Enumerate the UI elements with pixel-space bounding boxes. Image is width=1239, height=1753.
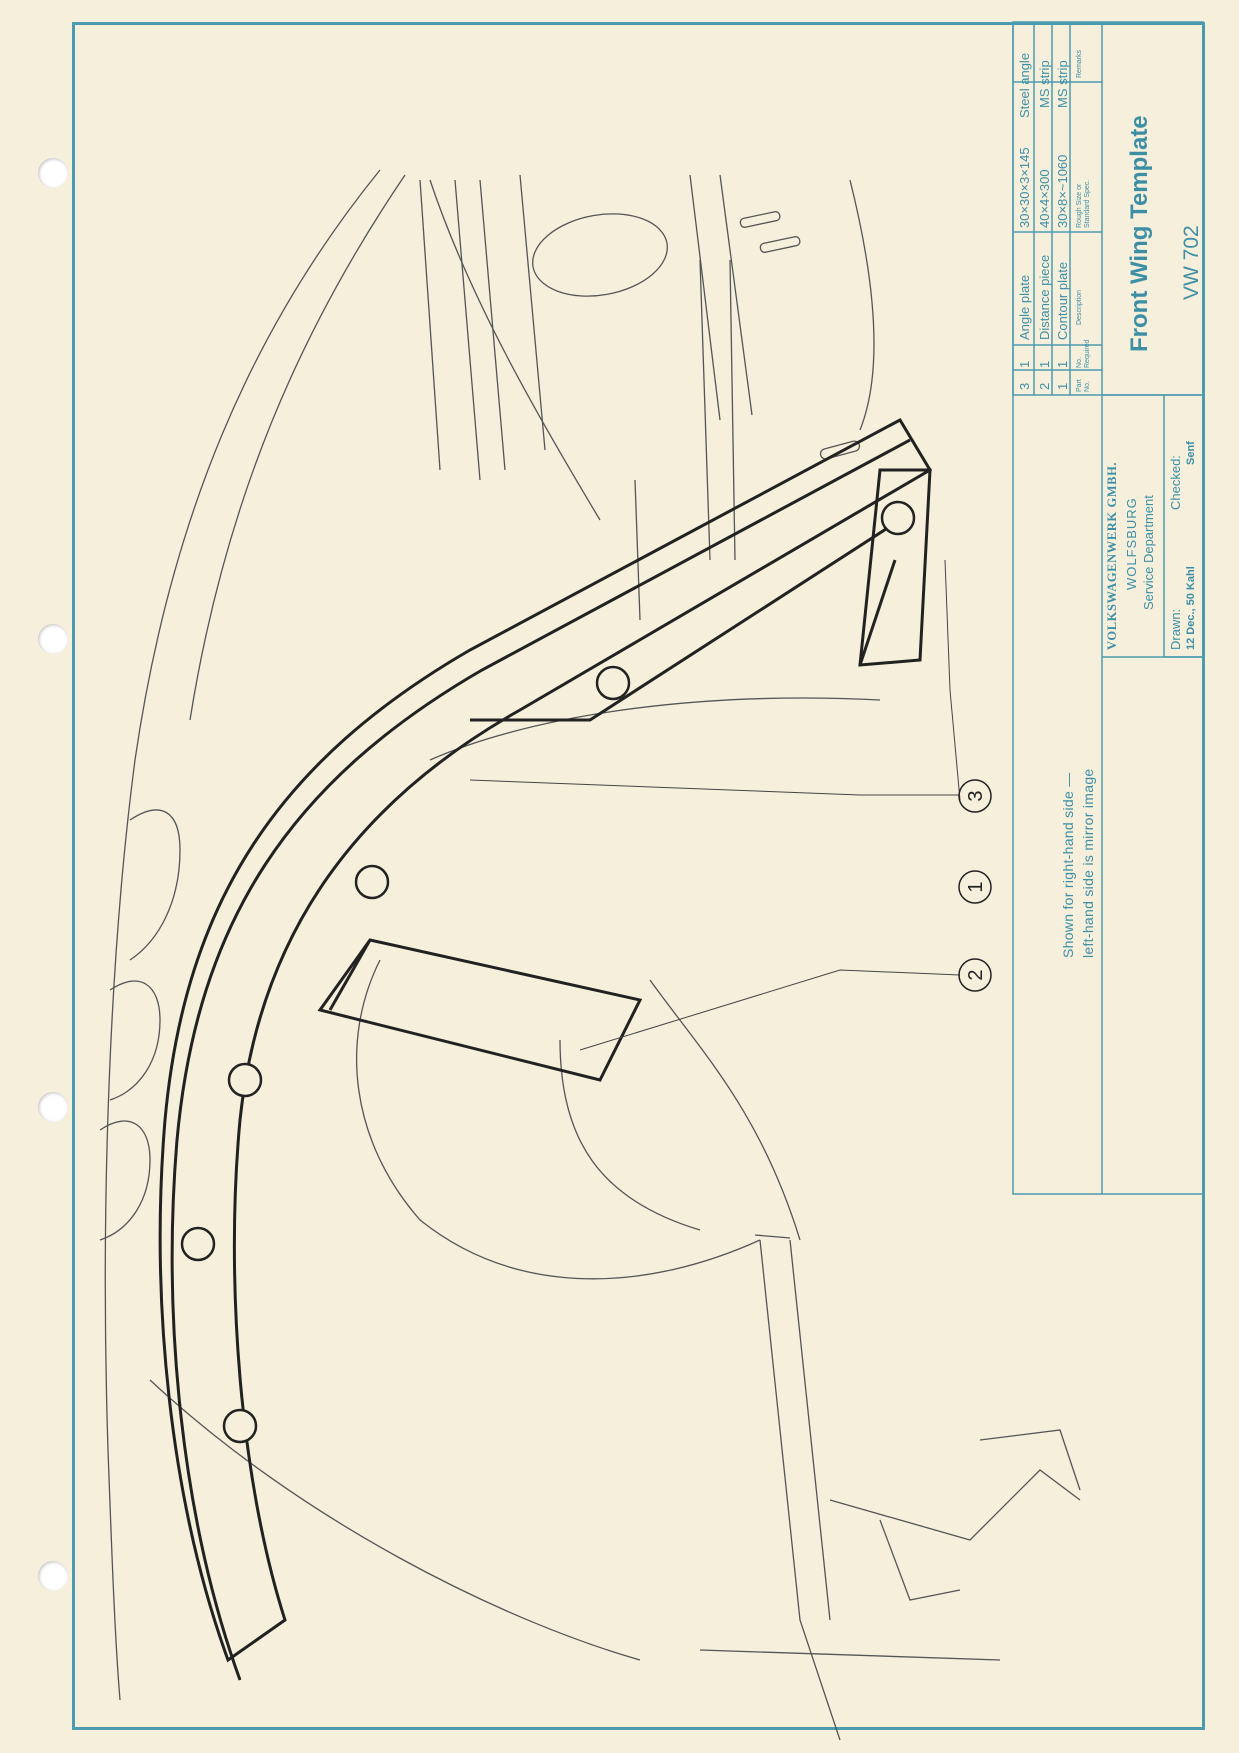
callout-3-label: 3 [965, 790, 987, 801]
company-city: WOLFSBURG [1124, 497, 1139, 590]
car-body-outline [99, 169, 1081, 1741]
parts-row-1-desc: Contour plate [1055, 261, 1070, 340]
parts-row-3-size: 30×30×3×145 [1017, 147, 1032, 228]
parts-row-2-qty: 1 [1037, 360, 1052, 368]
drawing-title: Front Wing Template [1126, 115, 1153, 352]
parts-row-2-desc: Distance piece [1037, 254, 1052, 340]
header-qty: No. Required [1076, 339, 1091, 368]
template-frame [158, 418, 933, 1681]
parts-row-2-size: 40×4×300 [1037, 169, 1052, 228]
callout-2: 2 [958, 958, 992, 992]
company-name: VOLKSWAGENWERK GMBH. [1105, 461, 1119, 650]
header-size: Rough Size or Standard Spec. [1076, 179, 1091, 228]
drawing-note-line2: left-hand side is mirror image [1080, 768, 1096, 958]
callout-3: 3 [958, 779, 992, 813]
drawing-number: VW 702 [1180, 225, 1203, 300]
callout-2-label: 2 [965, 969, 987, 980]
callout-1-label: 1 [965, 881, 987, 892]
leader-lines [469, 559, 961, 1051]
parts-row-3-qty: 1 [1017, 360, 1032, 368]
parts-row-3-no: 3 [1017, 382, 1032, 390]
parts-row-1-qty: 1 [1055, 360, 1070, 368]
punch-hole [38, 1092, 68, 1122]
drawing-note-line1: Shown for right-hand side — [1060, 772, 1076, 958]
header-remarks: Remarks [1076, 49, 1083, 78]
parts-row-3-remarks: Steel angle [1017, 52, 1032, 118]
header-part-no: Part No. [1076, 379, 1091, 392]
checked-value: Senf [1185, 441, 1197, 465]
bolts [180, 500, 916, 1444]
drawn-value: 12 Dec., 50 Kahl [1185, 566, 1197, 650]
department: Service Department [1141, 495, 1156, 610]
header-description: Description [1076, 289, 1083, 325]
title-block-grid [1012, 21, 1204, 1195]
parts-row-1-size: 30×8×~1060 [1055, 154, 1070, 228]
punch-hole [38, 624, 68, 654]
drawn-label: Drawn: [1168, 608, 1183, 650]
parts-row-1-no: 1 [1055, 382, 1070, 390]
parts-row-2-remarks: MS strip [1037, 60, 1052, 108]
callout-1: 1 [958, 870, 992, 904]
parts-row-1-remarks: MS strip [1055, 60, 1070, 108]
punch-hole [38, 1561, 68, 1591]
punch-hole [38, 158, 68, 188]
parts-row-3-desc: Angle plate [1017, 274, 1032, 340]
checked-label: Checked: [1168, 455, 1183, 510]
parts-row-2-no: 2 [1037, 382, 1052, 390]
